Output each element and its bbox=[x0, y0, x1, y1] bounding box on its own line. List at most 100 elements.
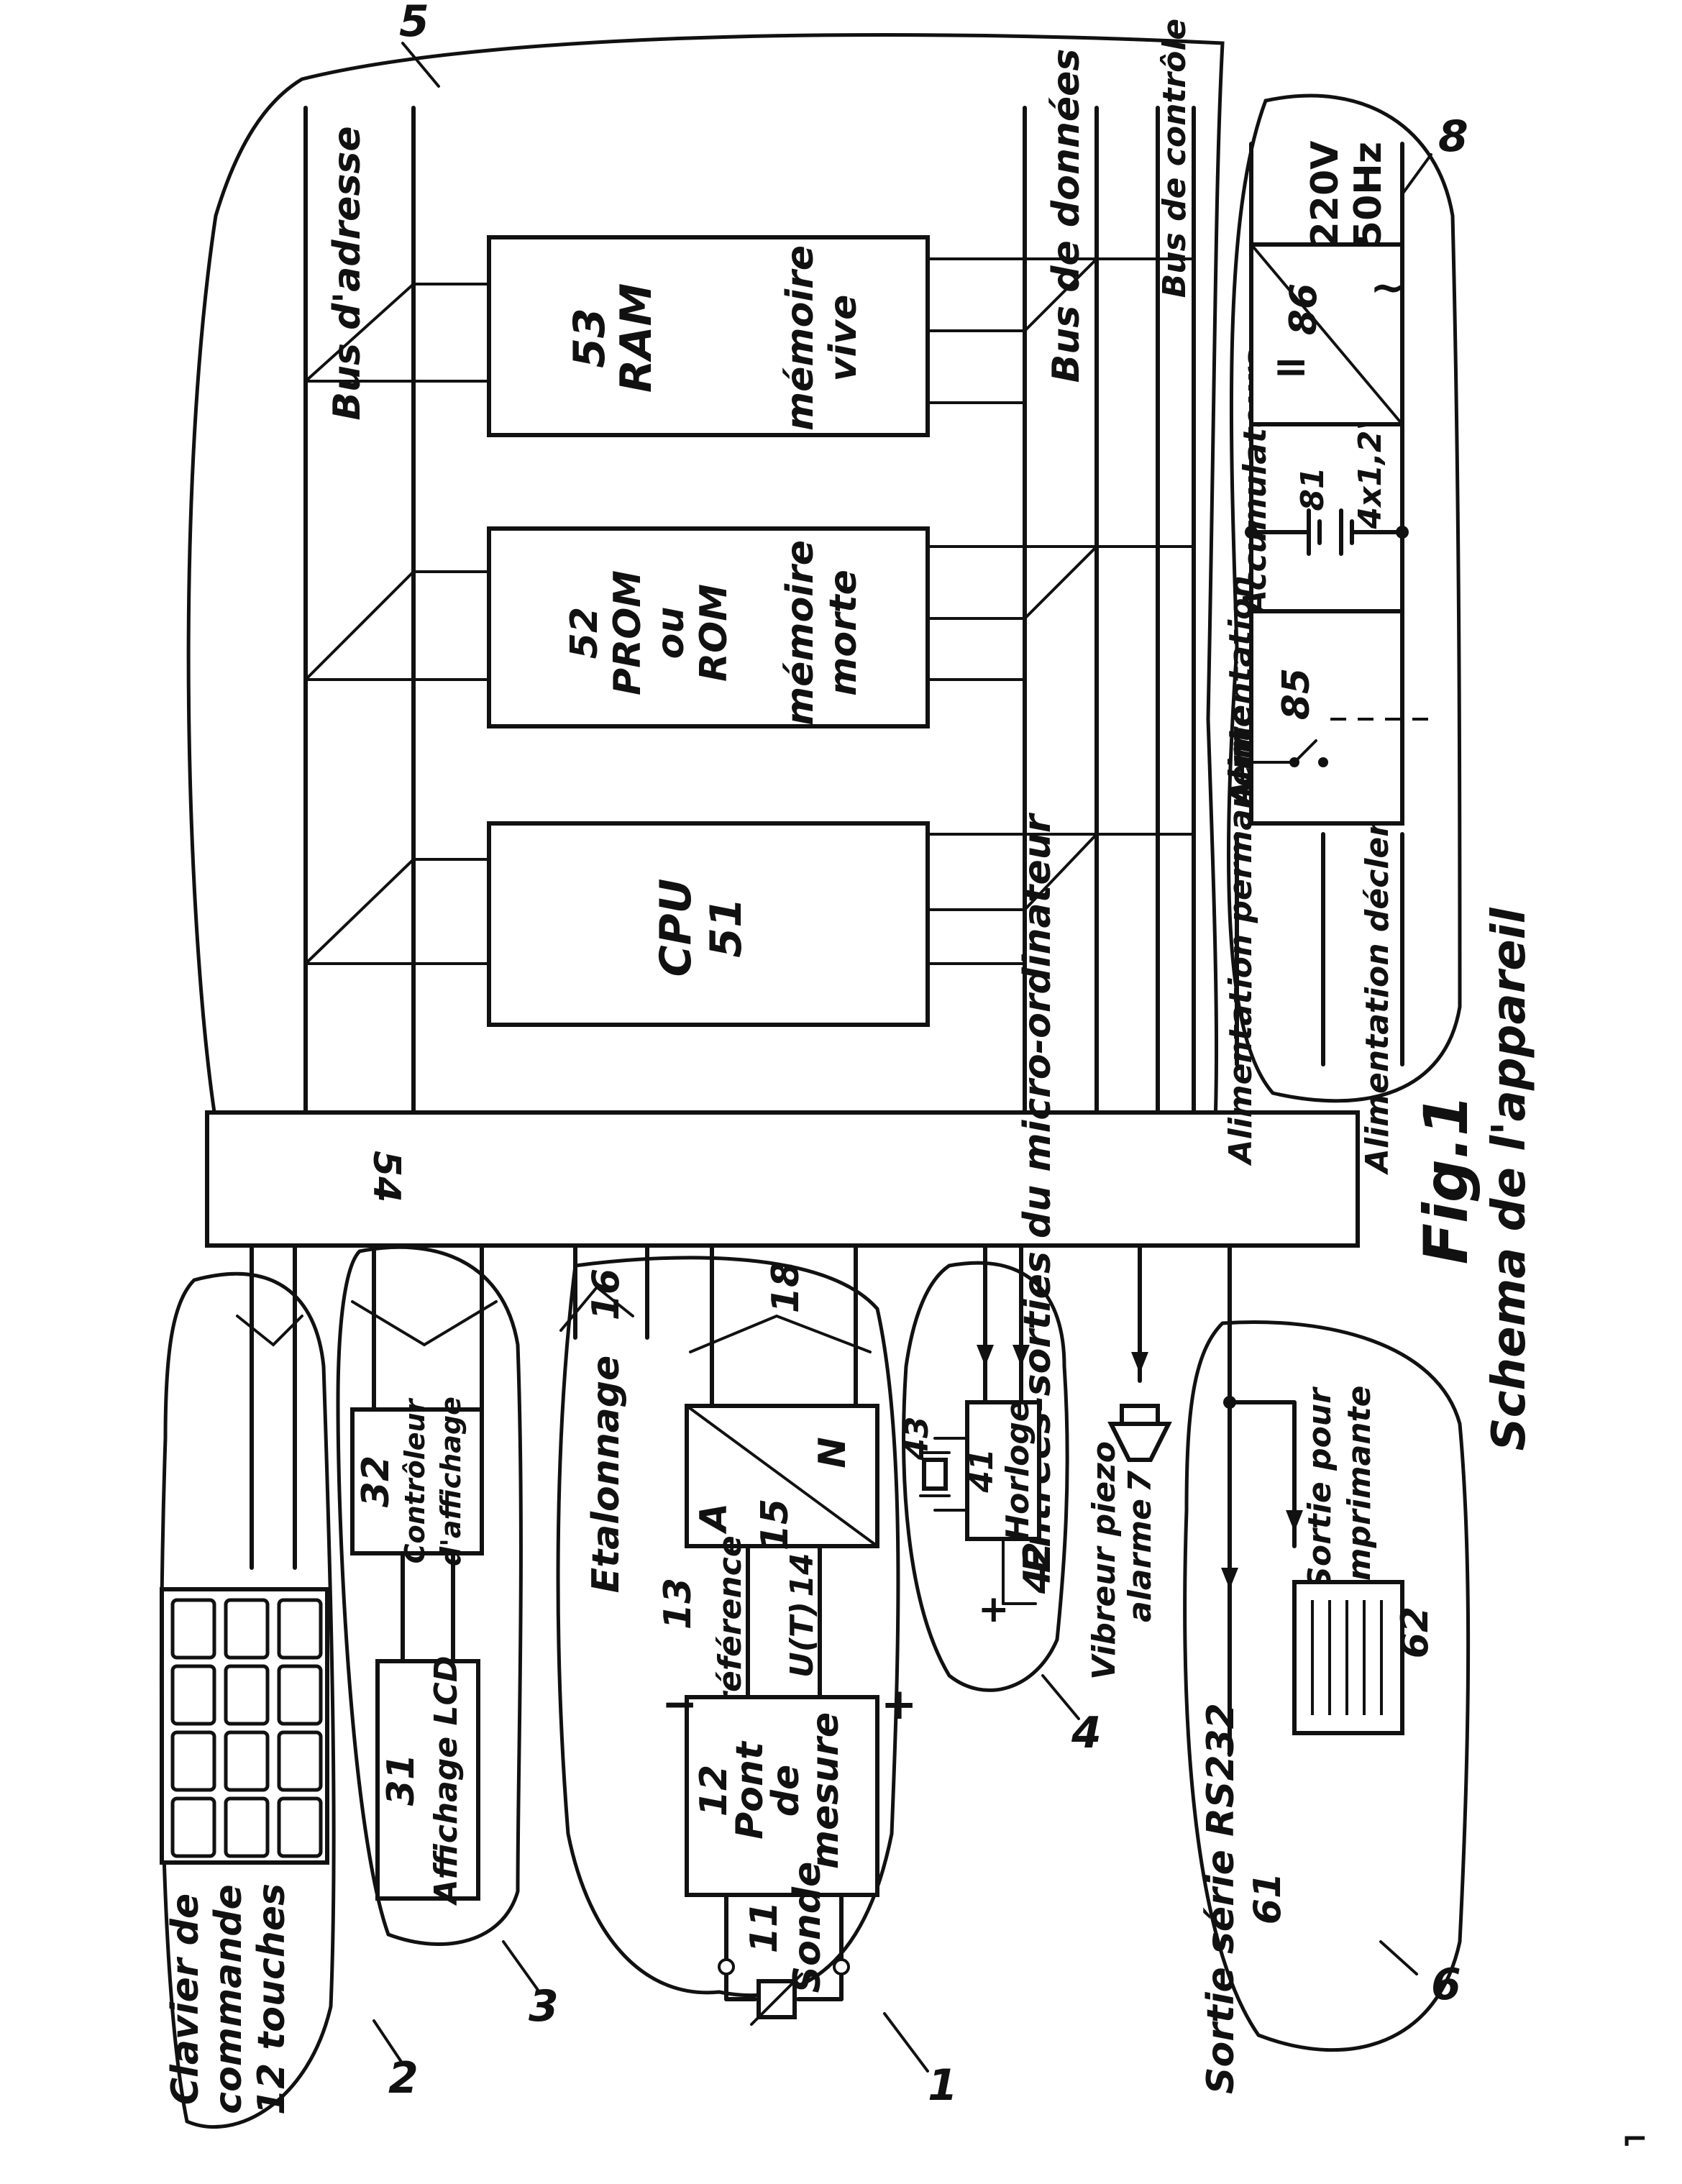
clock-arrow-2 bbox=[1013, 1345, 1030, 1366]
display-group-ref: 3 bbox=[529, 1981, 559, 2032]
io-block-ref: 54 bbox=[365, 1151, 408, 1202]
data-bus-label: Bus de données bbox=[1045, 49, 1088, 383]
alarm-ref: 7 bbox=[1122, 1470, 1158, 1492]
keypad-keys bbox=[170, 1598, 323, 1858]
keyboard-label-2: commande bbox=[207, 1884, 250, 2114]
ram-desc1: mémoire bbox=[779, 245, 822, 431]
supply-switch-contact-2 bbox=[1318, 757, 1328, 767]
bridge-label-2: de bbox=[764, 1765, 808, 1817]
group-outline-output bbox=[1183, 1320, 1471, 2052]
supply-ref: 85 bbox=[1275, 668, 1318, 720]
measurement-group-ref-leader bbox=[883, 2012, 929, 2073]
microcomputer-group-ref: 5 bbox=[399, 0, 429, 47]
cpu-block bbox=[487, 821, 930, 1027]
serial-arrow bbox=[1221, 1568, 1238, 1589]
display-group-ref-leader bbox=[502, 1940, 541, 1993]
rom-line3: ROM bbox=[693, 584, 736, 682]
mains-frequency: 50Hz bbox=[1347, 142, 1390, 247]
bridge-block bbox=[685, 1695, 879, 1897]
keypad-key bbox=[224, 1730, 270, 1792]
ram-block bbox=[487, 235, 930, 437]
bus16-ref: 16 bbox=[585, 1269, 628, 1320]
keypad-key bbox=[277, 1796, 323, 1858]
crystal bbox=[922, 1458, 948, 1491]
rom-block bbox=[487, 526, 930, 728]
measurement-group-ref: 1 bbox=[928, 2060, 958, 2111]
reference-ref: 13 bbox=[657, 1578, 700, 1630]
bridge-ref: 12 bbox=[693, 1765, 736, 1817]
group-outline-clock bbox=[902, 1261, 1069, 1692]
bus18-ref: 18 bbox=[764, 1261, 808, 1313]
output-group-ref-leader bbox=[1379, 1940, 1418, 1975]
keyboard-bus-mark bbox=[236, 1315, 303, 1347]
adc-a: A bbox=[693, 1503, 736, 1535]
probe-sensor-slash bbox=[750, 1973, 803, 2026]
serial-label: Sortie série RS232 bbox=[1199, 1703, 1243, 2094]
lcd-ref: 31 bbox=[380, 1754, 423, 1806]
scan-mark: ⌐ bbox=[1622, 2121, 1648, 2158]
lcd-block bbox=[375, 1659, 480, 1901]
signal-ref: 14 bbox=[784, 1553, 821, 1596]
group-outline-power bbox=[1226, 93, 1462, 1103]
clock-battery-ref: 42 bbox=[1016, 1542, 1059, 1594]
keyboard-group-ref-leader bbox=[372, 2019, 404, 2065]
probe-label: Sonde bbox=[786, 1862, 829, 1993]
ram-ref: 53 bbox=[565, 308, 615, 368]
clock-battery-plus: + bbox=[978, 1588, 1010, 1631]
clock-group-ref-leader bbox=[1041, 1674, 1080, 1720]
probe-terminal-2 bbox=[833, 1958, 850, 1975]
keypad-key bbox=[277, 1664, 323, 1726]
mains-voltage: 220V bbox=[1304, 141, 1347, 248]
bridge-plus: + bbox=[881, 1679, 917, 1730]
accu-ref: 81 bbox=[1294, 467, 1331, 511]
lcd-label: Affichage LCD bbox=[428, 1656, 465, 1906]
rom-address-link bbox=[304, 570, 490, 681]
alarm-speaker-cone bbox=[1107, 1422, 1172, 1462]
printer-paper-lines bbox=[1311, 1600, 1383, 1715]
adc-n: N bbox=[811, 1437, 854, 1468]
microcomputer-group-ref-leader bbox=[401, 42, 440, 88]
display-controller-ref: 32 bbox=[355, 1456, 398, 1507]
cpu-label: CPU bbox=[651, 879, 701, 977]
address-bus-label: Bus d'adresse bbox=[326, 126, 369, 420]
bridge-minus: − bbox=[662, 1679, 698, 1730]
keypad-key bbox=[224, 1664, 270, 1726]
figure-label: Fig.1 bbox=[1411, 1095, 1481, 1265]
output-group-ref: 6 bbox=[1431, 1960, 1461, 2010]
rom-desc1: mémoire bbox=[779, 540, 822, 726]
keypad-key bbox=[224, 1598, 270, 1660]
clock-arrow-1 bbox=[977, 1345, 994, 1366]
charger-dc-symbol: = bbox=[1273, 342, 1309, 392]
alarm-speaker-body bbox=[1120, 1404, 1160, 1426]
calibration-bus-mark bbox=[559, 1285, 634, 1332]
keypad-key bbox=[170, 1598, 216, 1660]
keyboard-label-3: 12 touches bbox=[250, 1883, 293, 2115]
group-outline-display bbox=[336, 1245, 523, 1946]
cpu-data-link bbox=[926, 833, 1100, 911]
rom-ref: 52 bbox=[563, 607, 606, 659]
control-bus-label: Bus de contrôle bbox=[1156, 19, 1193, 298]
display-controller-label-2: d'affichage bbox=[435, 1397, 467, 1566]
bridge-label-1: Pont bbox=[728, 1740, 772, 1840]
ram-address-link bbox=[304, 283, 490, 383]
rom-line1: PROM bbox=[606, 570, 649, 695]
alarm-label-2: alarme bbox=[1122, 1499, 1158, 1622]
printer-label-1: Sortie pour bbox=[1302, 1386, 1338, 1589]
keypad-key bbox=[170, 1664, 216, 1726]
group-outline-keyboard bbox=[159, 1272, 336, 2129]
keypad-key bbox=[277, 1598, 323, 1660]
clock-ref: 41 bbox=[964, 1448, 1000, 1493]
probe-ref: 11 bbox=[743, 1901, 786, 1953]
charger-diagonal bbox=[1250, 243, 1404, 426]
calibration-label: Etalonnage bbox=[585, 1356, 628, 1594]
rom-data-link bbox=[926, 545, 1100, 620]
bridge-label-3: mesure bbox=[804, 1712, 847, 1869]
display-controller-block bbox=[350, 1407, 484, 1555]
cpu-ref: 51 bbox=[701, 897, 751, 958]
io-block bbox=[205, 1110, 1360, 1248]
probe-terminal-1 bbox=[718, 1958, 735, 1975]
keypad-key bbox=[224, 1796, 270, 1858]
keypad-key bbox=[170, 1796, 216, 1858]
group-outline-measurement bbox=[556, 1256, 900, 1998]
